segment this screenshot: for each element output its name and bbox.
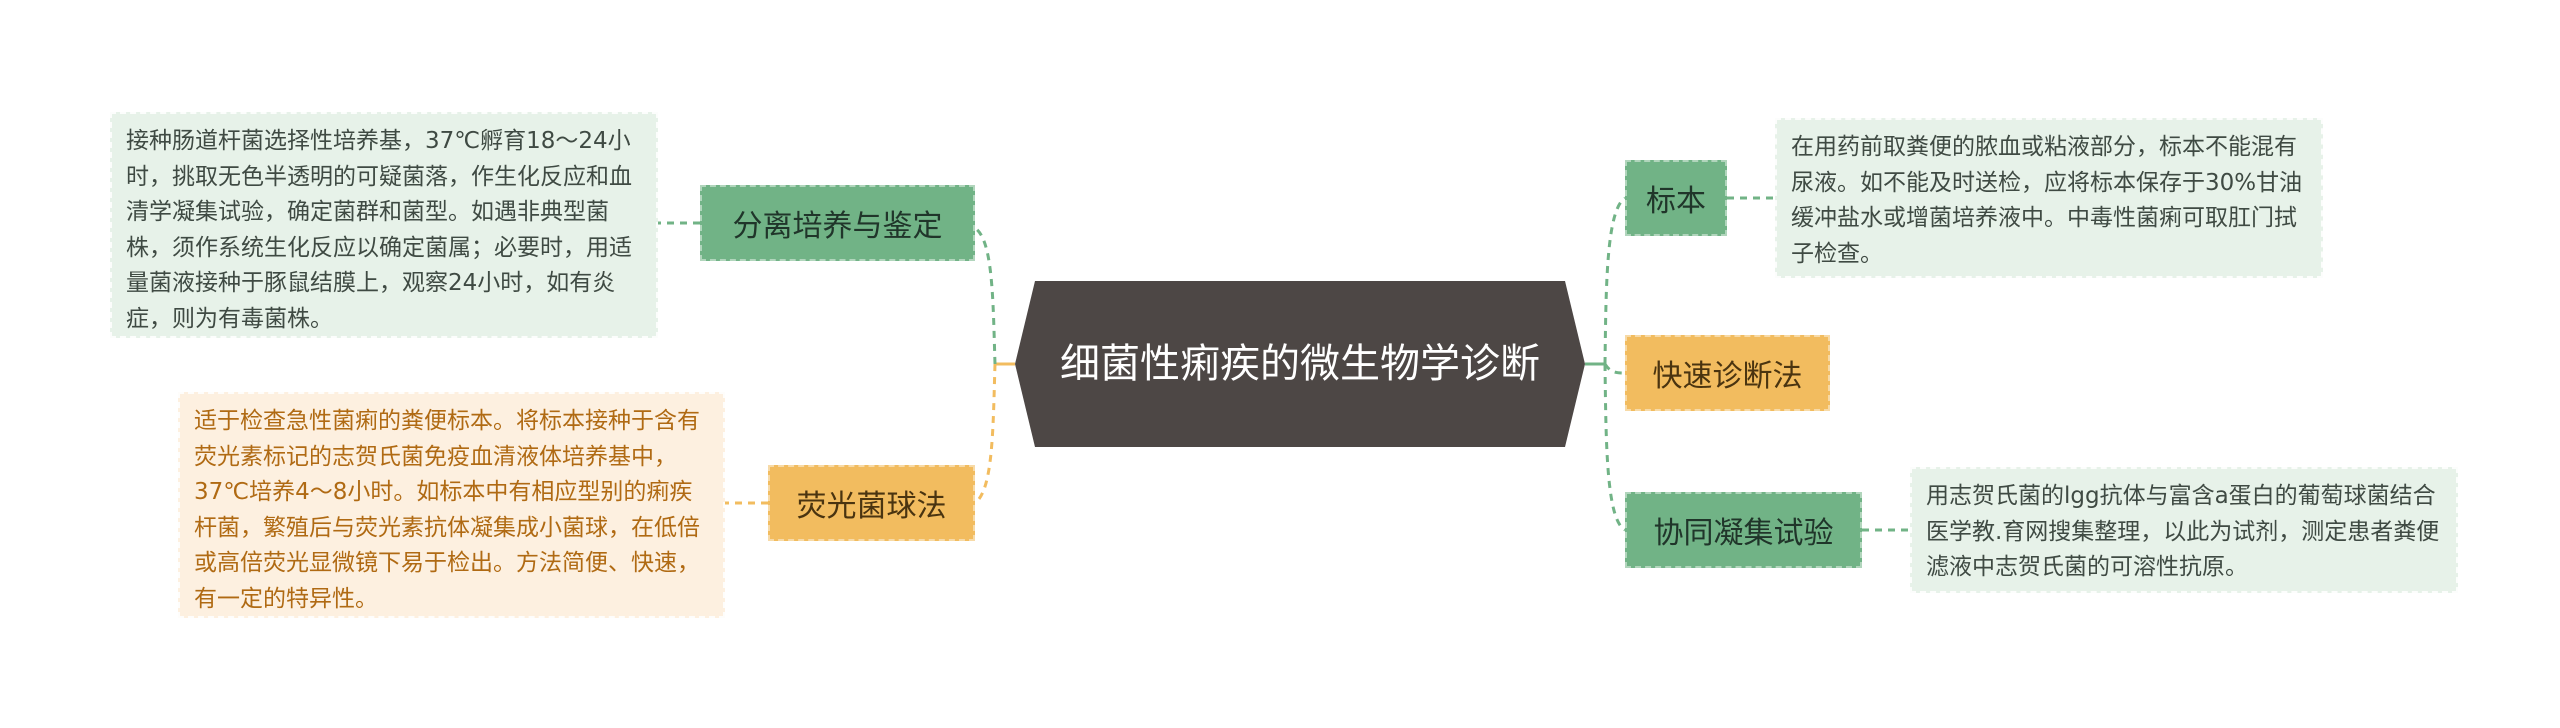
link-to-coagglutination bbox=[1603, 363, 1626, 532]
note-isolation: 接种肠道杆菌选择性培养基，37℃孵育18～24小时，挑取无色半透明的可疑菌落，作… bbox=[110, 112, 658, 338]
note-isolation-text: 接种肠道杆菌选择性培养基，37℃孵育18～24小时，挑取无色半透明的可疑菌落，作… bbox=[126, 128, 632, 332]
link-to-specimen bbox=[1603, 196, 1626, 365]
topic-specimen-label: 标本 bbox=[1646, 184, 1706, 219]
note-fluorescent: 适于检查急性菌痢的粪便标本。将标本接种于含有荧光素标记的志贺氏菌免疫血清液体培养… bbox=[178, 392, 725, 618]
note-coagglutination-text: 用志贺氏菌的lgg抗体与富含a蛋白的葡萄球菌结合医学教.育网搜集整理，以此为试剂… bbox=[1926, 483, 2440, 580]
central-topic[interactable]: 细菌性痢疾的微生物学诊断 bbox=[1015, 281, 1585, 447]
topic-coagglutination[interactable]: 协同凝集试验 bbox=[1625, 492, 1862, 568]
topic-isolation-label: 分离培养与鉴定 bbox=[732, 209, 943, 244]
topic-isolation[interactable]: 分离培养与鉴定 bbox=[700, 185, 975, 261]
topic-fluorescent-label: 荧光菌球法 bbox=[796, 489, 947, 524]
note-fluorescent-text: 适于检查急性菌痢的粪便标本。将标本接种于含有荧光素标记的志贺氏菌免疫血清液体培养… bbox=[194, 408, 700, 612]
link-to-fluorescent bbox=[973, 363, 997, 505]
topic-fluorescent[interactable]: 荧光菌球法 bbox=[768, 465, 975, 541]
note-coagglutination: 用志贺氏菌的lgg抗体与富含a蛋白的葡萄球菌结合医学教.育网搜集整理，以此为试剂… bbox=[1910, 467, 2458, 593]
link-to-rapid bbox=[1603, 363, 1626, 375]
note-specimen-text: 在用药前取粪便的脓血或粘液部分，标本不能混有尿液。如不能及时送检，应将标本保存于… bbox=[1791, 134, 2303, 267]
central-topic-title: 细菌性痢疾的微生物学诊断 bbox=[1060, 341, 1540, 387]
topic-rapid-label: 快速诊断法 bbox=[1652, 359, 1803, 394]
central-topic-shape bbox=[1015, 281, 1585, 447]
topic-coagglutination-label: 协同凝集试验 bbox=[1653, 516, 1834, 551]
link-to-isolation bbox=[974, 226, 997, 365]
note-specimen: 在用药前取粪便的脓血或粘液部分，标本不能混有尿液。如不能及时送检，应将标本保存于… bbox=[1775, 118, 2323, 278]
topic-specimen[interactable]: 标本 bbox=[1625, 160, 1727, 236]
topic-rapid[interactable]: 快速诊断法 bbox=[1625, 335, 1830, 411]
